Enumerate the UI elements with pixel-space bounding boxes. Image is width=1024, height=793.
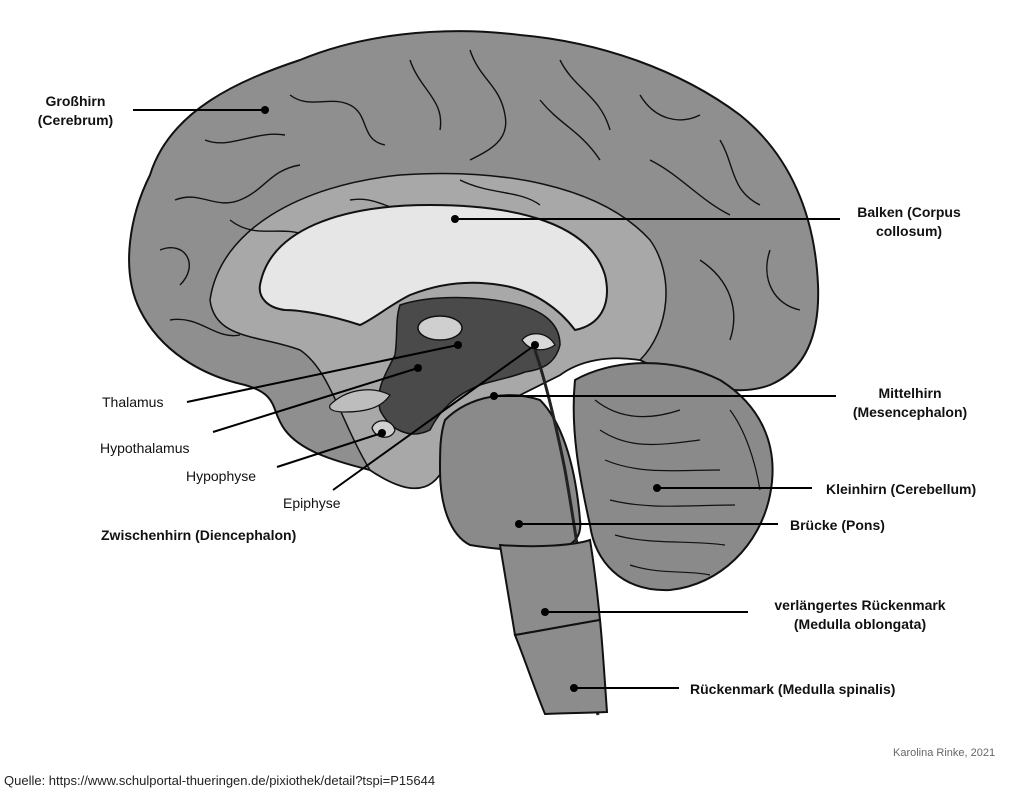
leader-dots [261, 106, 661, 692]
label-diencephalon: Zwischenhirn (Diencephalon) [101, 527, 297, 543]
label-thalamus: Thalamus [102, 394, 164, 410]
label-corpus-callosum: Balken (Corpus collosum) [844, 203, 974, 241]
hypophyse-shape [371, 420, 396, 438]
label-epiphyse: Epiphyse [283, 495, 341, 511]
label-corpus-callosum-line2: collosum) [875, 223, 943, 239]
leader-lines [133, 109, 840, 689]
label-mesencephalon-line2: (Mesencephalon) [852, 404, 968, 420]
corpus-callosum-shape [258, 203, 608, 332]
label-corpus-callosum-line1: Balken (Corpus [857, 204, 961, 220]
label-cerebellum: Kleinhirn (Cerebellum) [826, 481, 977, 497]
cerebellum-shape [572, 362, 774, 592]
label-spinal-cord: Rückenmark (Medulla spinalis) [690, 681, 896, 697]
label-cerebrum-line2: (Cerebrum) [37, 112, 114, 128]
label-mesencephalon: Mittelhirn (Mesencephalon) [840, 384, 980, 422]
label-cerebrum-line1: Großhirn [45, 93, 106, 109]
label-medulla-line1: verlängertes Rückenmark [774, 597, 946, 613]
cerebellum-folia [594, 399, 761, 576]
label-mesencephalon-line1: Mittelhirn [878, 385, 942, 401]
optic-area-shape [329, 389, 391, 413]
label-pons: Brücke (Pons) [790, 517, 885, 533]
label-medulla-oblongata: verlängertes Rückenmark (Medulla oblonga… [755, 596, 965, 634]
spinal-cord-shape [513, 618, 609, 716]
gyri-lines [159, 49, 801, 341]
label-medulla-line2: (Medulla oblongata) [793, 616, 927, 632]
label-hypophyse: Hypophyse [186, 468, 257, 484]
thalamus-shape [417, 315, 463, 341]
credit-text: Karolina Rinke, 2021 [893, 747, 996, 759]
label-hypothalamus: Hypothalamus [100, 440, 190, 456]
source-text: Quelle: https://www.schulportal-thuering… [4, 773, 436, 788]
pons-shape [438, 394, 582, 552]
medulla-shape [498, 538, 602, 637]
label-cerebrum: Großhirn (Cerebrum) [28, 92, 123, 130]
